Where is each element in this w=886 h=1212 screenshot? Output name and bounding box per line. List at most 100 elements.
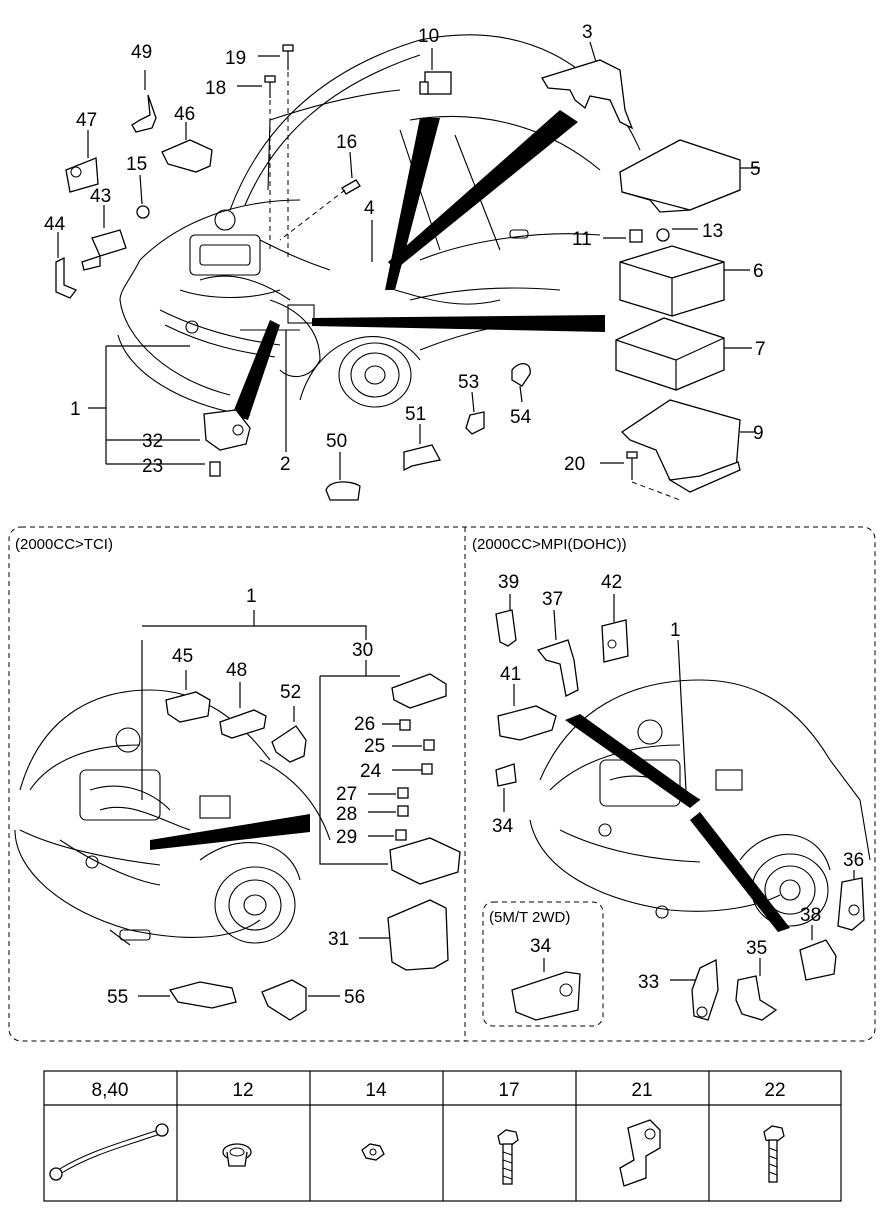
label-32: 32 — [142, 431, 163, 452]
part-28-fuse — [397, 805, 409, 817]
label-18: 18 — [205, 78, 226, 99]
hardware-table: 8,40 12 14 17 21 22 — [43, 1070, 842, 1202]
table-header-8-40: 8,40 — [92, 1080, 129, 1101]
tci-parts — [165, 673, 461, 1021]
tci-label-25: 25 — [364, 736, 385, 757]
mpi-label-38: 38 — [800, 905, 821, 926]
mpi-part-labels: 39 37 42 1 41 34 36 38 35 33 — [492, 572, 864, 993]
part-47-bracket — [65, 130, 99, 193]
label-53: 53 — [458, 372, 479, 393]
tci-label-52: 52 — [280, 682, 301, 703]
label-15: 15 — [126, 154, 147, 175]
mpi-caption: (2000CC>MPI(DOHC)) — [472, 536, 627, 553]
part-46-bracket — [161, 122, 213, 173]
part-30-box — [389, 837, 461, 885]
tci-label-26: 26 — [354, 714, 375, 735]
mpi-car-illustration — [529, 679, 871, 927]
nut-icon — [361, 1143, 385, 1161]
part-13-nut — [656, 228, 698, 242]
part-26-fuse — [399, 719, 411, 731]
part-23-connector — [209, 461, 221, 477]
part-18-bolt — [237, 72, 289, 260]
part-52-bracket — [271, 725, 307, 763]
mpi-inset-border — [482, 901, 604, 1027]
mpi-parts — [495, 609, 865, 1021]
tci-caption: (2000CC>TCI) — [15, 536, 113, 553]
part-15-grommet — [136, 174, 150, 219]
part-32-connector — [203, 409, 251, 451]
part-56-bracket — [261, 979, 307, 1021]
tci-label-27: 27 — [336, 784, 357, 805]
part-24-fuse — [421, 763, 433, 775]
part-55-bracket — [168, 981, 237, 1009]
tci-label-55: 55 — [107, 987, 128, 1008]
mpi-pointer-wedges — [565, 714, 790, 932]
label-19: 19 — [225, 48, 246, 69]
label-20: 20 — [564, 454, 585, 475]
part-36-bracket — [837, 877, 865, 931]
label-44: 44 — [44, 214, 66, 235]
clip-icon — [619, 1119, 661, 1187]
part-31-tray — [387, 899, 449, 971]
part-34-inset-hole — [559, 983, 573, 997]
label-7: 7 — [755, 339, 766, 360]
part-51-bracket — [403, 424, 441, 472]
tci-label-31: 31 — [328, 929, 349, 950]
table-header-21: 21 — [631, 1080, 652, 1101]
label-23: 23 — [142, 456, 163, 477]
mpi-leaders — [503, 594, 855, 981]
tci-part-labels: 1 30 45 48 52 26 25 24 27 28 29 31 55 56 — [107, 586, 385, 1008]
mpi-inset-label-34: 34 — [530, 936, 552, 957]
tci-label-24: 24 — [360, 761, 382, 782]
part-19-bolt — [258, 44, 294, 70]
label-13: 13 — [702, 221, 723, 242]
part-10-relay — [419, 48, 452, 95]
part-6-fuse-box — [619, 245, 750, 317]
part-3-cover-bracket — [541, 41, 634, 130]
part-20-bolt — [600, 451, 681, 501]
label-3: 3 — [582, 22, 593, 43]
label-6: 6 — [753, 261, 764, 282]
part-16-bolt — [279, 151, 361, 241]
label-10: 10 — [418, 26, 439, 47]
tci-label-28: 28 — [336, 804, 357, 825]
part-34-inset-bracket — [511, 971, 581, 1021]
table-header-14: 14 — [365, 1080, 387, 1101]
label-5: 5 — [750, 159, 761, 180]
mpi-label-1: 1 — [670, 620, 681, 641]
label-49: 49 — [131, 42, 152, 63]
tci-label-29: 29 — [336, 827, 357, 848]
part-5-cover — [619, 139, 760, 213]
part-27-fuse — [397, 787, 409, 799]
part-25-fuse — [423, 739, 435, 751]
mpi-label-37: 37 — [542, 589, 563, 610]
part-48-bracket — [219, 709, 267, 739]
label-2: 2 — [280, 454, 291, 475]
tci-label-30: 30 — [352, 640, 373, 661]
tci-leaders — [138, 610, 422, 997]
table-header-22: 22 — [764, 1080, 785, 1101]
label-51: 51 — [405, 404, 426, 425]
part-30-cover — [391, 673, 447, 709]
part-7-tray — [615, 317, 752, 391]
part-43-bracket — [81, 205, 127, 271]
mpi-label-35: 35 — [746, 938, 767, 959]
part-53-bracket — [465, 391, 485, 435]
part-35-bracket — [735, 975, 778, 1021]
variant-panel-border — [8, 526, 876, 1042]
tci-pointer-wedge — [150, 814, 310, 850]
tci-label-48: 48 — [226, 660, 247, 681]
screw-icon — [763, 1125, 785, 1183]
mpi-label-39: 39 — [498, 572, 519, 593]
part-29-fuse — [395, 829, 407, 841]
label-1: 1 — [70, 399, 81, 420]
mpi-inset-caption: (5M/T 2WD) — [489, 909, 570, 926]
main-part-labels: 49 19 10 3 18 47 46 16 15 5 43 4 44 11 1… — [44, 22, 766, 477]
cable-icon — [49, 1123, 169, 1181]
part-9-bracket — [620, 399, 756, 493]
tci-label-56: 56 — [344, 987, 365, 1008]
tci-car-illustration — [14, 689, 331, 946]
part-38-bracket — [799, 939, 837, 981]
part-11-relay — [603, 229, 643, 243]
mpi-label-34: 34 — [492, 816, 514, 837]
